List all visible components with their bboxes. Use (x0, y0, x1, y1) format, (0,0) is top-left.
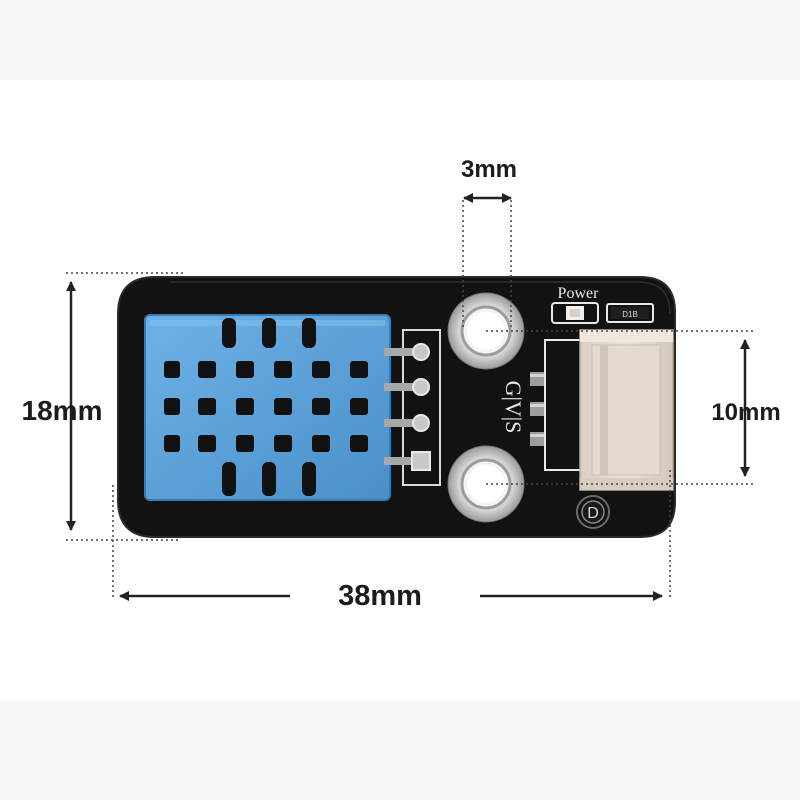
d-mark-label: D (587, 505, 599, 522)
pin-lead (384, 457, 418, 465)
pin-pad (412, 343, 430, 361)
vent-hole (198, 435, 216, 452)
pin-pad (412, 414, 430, 432)
pin-pad (412, 378, 430, 396)
vent-hole (164, 361, 180, 378)
pin-lead (384, 383, 418, 391)
background-top (0, 0, 800, 80)
pin-lead (384, 419, 418, 427)
vent-hole (312, 435, 330, 452)
hole-diameter-label: 3mm (461, 156, 517, 183)
width-dimension-label: 38mm (338, 580, 422, 612)
vent-hole (164, 435, 180, 452)
vent-hole (236, 361, 254, 378)
dimension-guides (66, 200, 756, 600)
silkscreen-d-mark: D (576, 495, 610, 529)
vent-hole (350, 435, 368, 452)
resistor-component: D1B (606, 303, 654, 323)
height-dimension-label: 18mm (22, 395, 103, 426)
dht11-sensor (144, 314, 391, 501)
jst-connector (530, 329, 674, 491)
sensor-top-slots (222, 318, 316, 348)
pin-labels-silkscreen: G|V|S (501, 381, 526, 434)
header-pins (384, 329, 441, 486)
sensor-vent-holes (164, 361, 368, 452)
background-bottom (0, 700, 800, 800)
vent-hole (236, 398, 254, 415)
vent-hole (236, 435, 254, 452)
power-led (551, 302, 599, 324)
dimension-arrows (66, 193, 750, 601)
vent-hole (350, 398, 368, 415)
vent-hole (274, 398, 292, 415)
vent-hole (198, 361, 216, 378)
vent-hole (164, 398, 180, 415)
vent-hole (350, 361, 368, 378)
vent-hole (198, 398, 216, 415)
resistor-label: D1B (622, 310, 638, 319)
hole-spacing-label: 10mm (711, 399, 780, 426)
pin-lead (384, 348, 418, 356)
pin-pad (411, 451, 431, 471)
vent-hole (312, 361, 330, 378)
sensor-bottom-slots (222, 462, 316, 496)
vent-hole (274, 435, 292, 452)
power-label: Power (558, 285, 600, 302)
vent-hole (312, 398, 330, 415)
vent-hole (274, 361, 292, 378)
